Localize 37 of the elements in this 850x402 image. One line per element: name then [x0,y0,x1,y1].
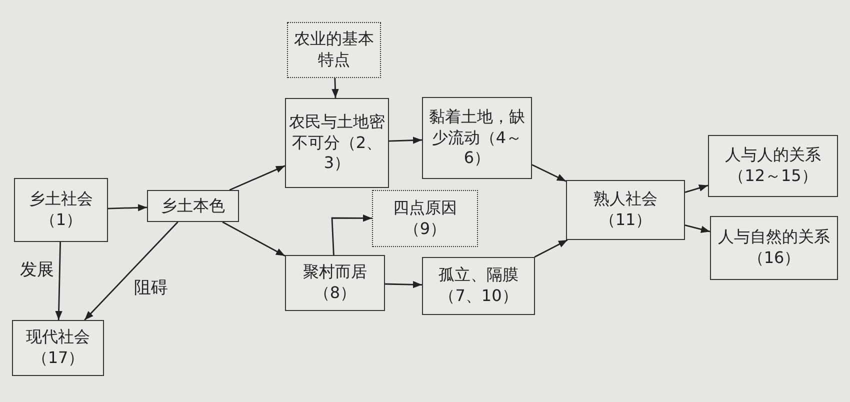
node-text: 人与人的关系（12～15） [724,145,822,187]
node-text: 孤立、隔膜（7、10） [438,265,520,307]
dashed-box [287,22,381,78]
arrow [84,222,178,320]
arrow [534,239,568,258]
node-text: 农民与土地密不可分（2、3） [289,112,385,174]
arrow [388,136,422,144]
arrow [384,281,422,288]
arrow [684,184,708,193]
process-box [422,97,532,179]
node-text: 农业的基本特点 [293,29,375,71]
process-box [12,320,104,376]
arrow [229,165,286,191]
arrow [684,224,710,233]
node-text: 聚村而居（8） [302,262,368,304]
process-box [14,178,108,242]
process-box [566,180,685,240]
process-box [147,190,239,222]
arrow [222,221,286,257]
arrow [532,164,566,182]
process-box [285,255,385,311]
process-box [708,135,838,197]
node-text: 四点原因（9） [392,198,458,240]
node-text: 现代社会（17） [25,327,91,369]
node-text: 黏着土地，缺少流动（4～6） [428,106,526,170]
node-text: 乡土本色 [161,196,225,216]
process-box [285,98,389,188]
node-text: 熟人社会（11） [592,189,658,231]
node-text: 人与自然的关系（16） [717,227,831,269]
arrow [331,214,372,256]
dashed-box [372,190,478,247]
arrow [55,242,62,320]
process-box [422,257,535,315]
arrow [332,78,339,98]
arrow [108,204,148,212]
node-text: 乡土社会（1） [28,189,94,231]
process-box [710,216,838,280]
